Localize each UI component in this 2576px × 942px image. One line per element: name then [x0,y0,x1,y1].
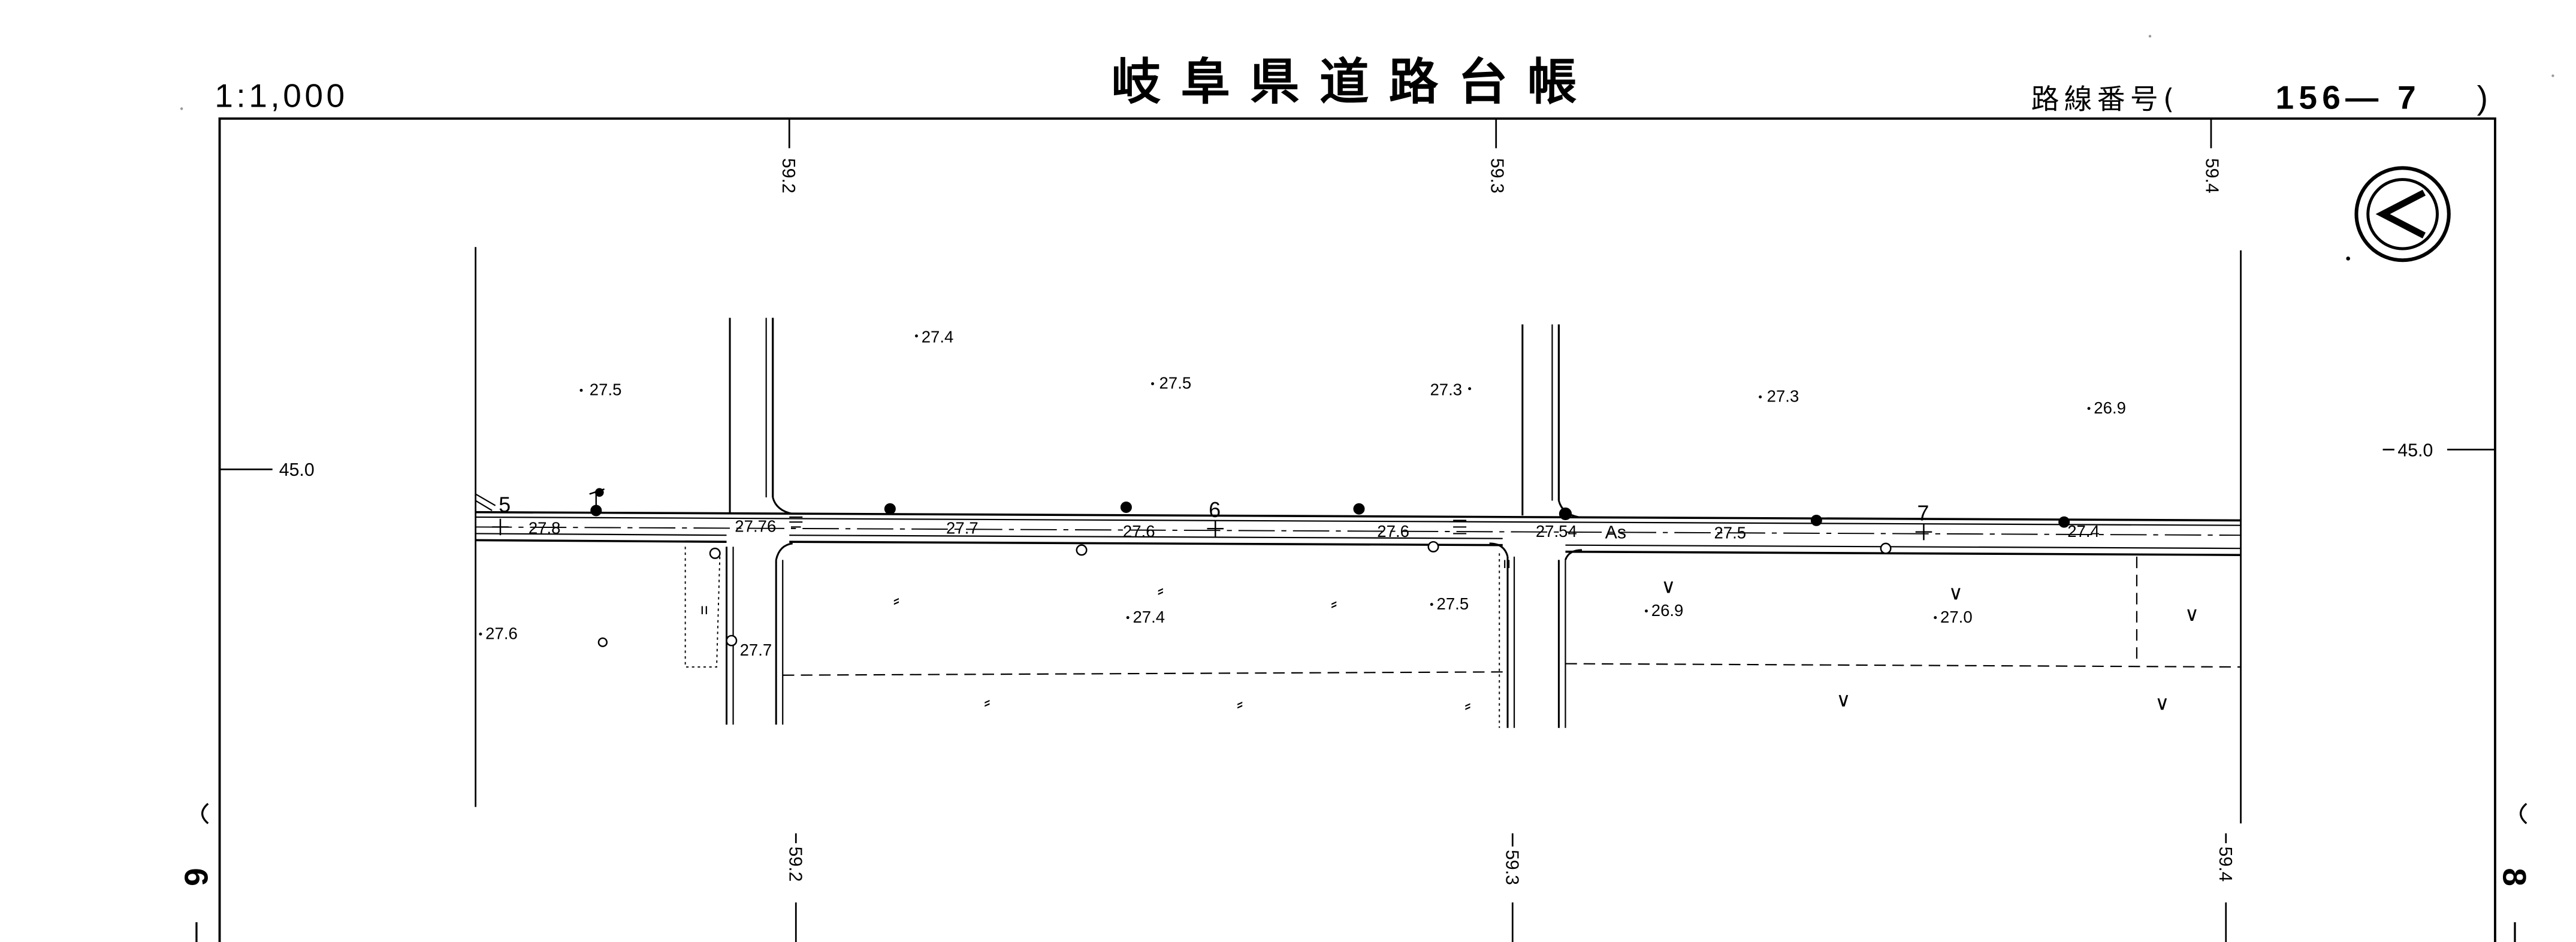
spot-heights-upper: 27.5 27.4 27.5 27.3 27.3 26.9 [579,328,2126,417]
spot-height: 27.6 [485,624,518,642]
spot-heights-lower: 27.6 27.7 27.4 27.5 26.9 27.0 [479,594,1973,659]
grass-symbol: ıı [1503,554,1511,572]
spot-height: 27.3 [1430,381,1462,399]
centerline-elevation: 27.8 [529,518,561,537]
sheet-title: 岐阜県道路台帳 [1112,53,1597,111]
cross-street-east [1489,324,1583,728]
sheet-ref-left-number: 6 [178,868,215,886]
pavement-type: As [1605,523,1626,543]
spot-height: 27.3 [1767,387,1799,406]
spot-height: 27.5 [1159,374,1192,393]
spot-height: 26.9 [2094,398,2126,417]
spot-height: 27.5 [1437,594,1469,613]
paddy-symbol: ⸗ [893,590,899,611]
land-use-symbols: ⸗ ⸗ ⸗ ⸗ ⸗ ⸗ ∨ ∨ ∨ ∨ ∨ ıı ıı [700,554,2199,716]
spot-height: 27.4 [1133,608,1165,626]
chainage-label-bottom-left: 59.2 [785,847,805,882]
station-5: 5 [499,493,511,517]
sheet-ref-left: 6 [178,802,215,942]
offset-label-right: 45.0 [2397,440,2433,460]
field-symbol: ∨ [1661,574,1675,597]
centerline-elevation: 27.6 [1377,522,1409,541]
road-markers [589,488,2070,647]
map-frame [218,117,2496,942]
spot-height: 27.5 [590,381,622,399]
spot-height: 27.7 [740,641,772,659]
station-7: 7 [1917,501,1929,525]
centerline-crosses [492,518,1932,541]
sheet-ref-right-number: 8 [2496,868,2533,886]
centerline-elevation: 27.5 [1714,524,1746,542]
chainage-bottom: 59.2 59.3 59.4 [785,833,2235,942]
field-symbol: ∨ [2155,692,2169,715]
side-ditch-marks [789,516,1467,535]
route-number-close: ) [2477,78,2488,116]
spot-height: 26.9 [1651,601,1684,620]
centerline-elevation: 27.7 [946,518,979,537]
field-symbol: ∨ [1949,581,1963,604]
paddy-symbol: ⸗ [1464,695,1470,716]
paddy-symbol: ⸗ [1158,580,1164,601]
chainage-label-bottom-right: 59.4 [2215,847,2235,882]
paddy-symbol: ⸗ [1331,593,1337,614]
chainage-label-top-left: 59.2 [778,158,798,194]
sheet-ref-right: 8 [2496,802,2533,942]
offset-ticks: 45.0 45.0 [219,440,2495,480]
chainage-top: 59.2 59.3 59.4 [778,118,2222,194]
centerline-elevation: 27.54 [1536,522,1577,541]
main-road [475,493,2241,556]
paddy-symbol: ⸗ [1237,694,1243,715]
chainage-label-bottom-middle: 59.3 [1502,850,1521,885]
route-number-label: 路線番号( [2031,83,2179,116]
centerline-elevation: 27.4 [2067,522,2100,541]
spot-height: 27.0 [1940,608,1973,626]
grass-symbol: ıı [700,600,708,618]
chainage-label-top-right: 59.4 [2202,158,2222,194]
field-symbol: ∨ [2185,602,2199,626]
chainage-label-top-middle: 59.3 [1487,158,1506,194]
north-arrow-icon [2346,166,2451,262]
paddy-symbol: ⸗ [984,692,990,713]
centerline-elevation: 27.6 [1123,522,1155,541]
spot-height: 27.4 [922,328,954,346]
station-6: 6 [1209,498,1221,522]
route-number: 156— 7 [2275,78,2421,116]
centerline-elevation: 27.76 [735,517,776,536]
offset-label-left: 45.0 [279,460,315,480]
parcel-boundaries [783,556,2241,676]
field-symbol: ∨ [1836,688,1850,711]
scale-label: 1:1,000 [215,77,348,114]
